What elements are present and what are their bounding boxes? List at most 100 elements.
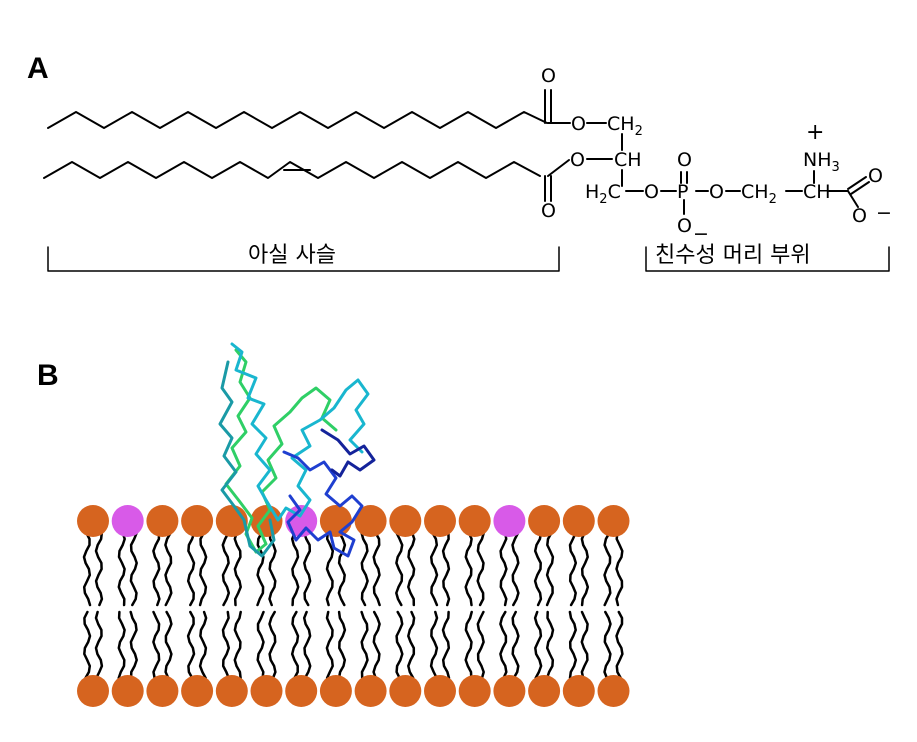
panel-b-label: B <box>37 359 59 392</box>
lipid-tail-bottom <box>186 610 196 680</box>
lipid-tail-top <box>407 531 416 607</box>
atom-o-link2: O <box>709 181 724 203</box>
lipid-head <box>319 675 352 707</box>
bond-c-o-top-1 <box>847 176 867 190</box>
lipid-head <box>146 675 179 707</box>
lipid-tail-top <box>580 531 590 607</box>
lipid-tail-bottom <box>152 610 161 680</box>
atom-o-ester-mid: O <box>570 149 585 171</box>
lipid-head <box>354 505 387 537</box>
head-bracket-line <box>645 246 890 272</box>
atom-o-carboxyl-bottom: O <box>852 205 867 227</box>
peripheral-membrane-protein <box>218 342 376 558</box>
protein-trace-blue <box>282 450 364 558</box>
head-group-label: 친수성 머리 부위 <box>655 243 811 268</box>
lipid-head <box>424 505 456 537</box>
lipid-tail-top <box>464 531 473 607</box>
lipid-tail-top <box>429 531 439 607</box>
atom-o-p-top: O <box>677 149 692 171</box>
o-p-minus-charge: − <box>693 223 709 245</box>
atom-h2c: H2C <box>585 181 621 207</box>
lipid-tail-bottom <box>198 610 208 680</box>
lipid-tail-bottom <box>511 610 520 680</box>
lipid-head <box>181 505 214 537</box>
lipid-tail-bottom <box>407 610 416 680</box>
lipid-tail-top <box>360 531 369 607</box>
lipid-head <box>215 675 248 707</box>
lipid-tail-top <box>117 531 126 607</box>
lipid-tail-top <box>568 531 578 607</box>
atom-ch-ser: CH <box>803 181 831 203</box>
lipid-tail-top <box>198 531 208 607</box>
protein-trace-cyan <box>230 342 370 522</box>
atom-ch-mid: CH <box>614 149 642 171</box>
atom-ch2-ser: CH2 <box>741 181 777 207</box>
lipid-tail-bottom <box>464 610 473 680</box>
atom-o-link1: O <box>644 181 659 203</box>
acyl-bracket-line <box>47 246 560 272</box>
lipid-tail-bottom <box>268 610 277 680</box>
lipid-tail-bottom <box>615 610 624 680</box>
lipid-tail-top <box>82 531 92 607</box>
lipid-head <box>354 675 387 707</box>
lipid-head <box>528 675 561 707</box>
atom-o-ester-top: O <box>571 113 586 135</box>
acyl-chain-bracket: 아실 사슬 <box>47 243 560 272</box>
lipid-tail-top <box>499 531 508 607</box>
lipid-tail-top <box>511 531 520 607</box>
lipid-tail-top <box>441 531 451 607</box>
protein-trace-teal <box>218 360 276 558</box>
lipid-tail-top <box>221 531 231 607</box>
nh3-plus-charge: + <box>806 120 824 145</box>
lipid-head <box>77 505 109 537</box>
lipid-tail-top <box>302 531 312 607</box>
lipid-tail-bottom <box>325 610 334 680</box>
acyl-chain-1 <box>47 111 548 129</box>
lipid-tail-bottom <box>441 610 451 680</box>
acyl-chain-2 <box>43 161 541 179</box>
panel-a-label: A <box>27 52 49 85</box>
lipid-tail-bottom <box>603 610 612 680</box>
lipid-tail-bottom <box>395 610 404 680</box>
lipid-tail-bottom <box>568 610 578 680</box>
anionic-lipid-head <box>111 505 144 537</box>
lipid-tail-top <box>325 531 335 607</box>
atom-o-carbonyl-top: O <box>541 65 556 87</box>
acyl-chain-label: 아실 사슬 <box>248 243 336 268</box>
lipid-tail-bottom <box>83 610 92 680</box>
lipid-head <box>597 675 630 707</box>
protein-trace-green <box>224 348 338 554</box>
lipid-tail-bottom <box>429 610 439 680</box>
head-group-bracket: 친수성 머리 부위 <box>645 243 890 272</box>
lipid-tail-top <box>186 531 196 607</box>
top-leaflet-heads <box>77 505 630 537</box>
lipid-tail-bottom <box>129 610 138 680</box>
lipid-tail-bottom <box>302 610 312 680</box>
lipid-tail-bottom <box>233 610 242 680</box>
bond-c-o-bottom <box>847 190 859 208</box>
lipid-tail-top <box>164 531 173 607</box>
lipid-head <box>458 675 491 707</box>
lipid-tail-top <box>233 531 242 607</box>
lipid-tail-bottom <box>117 610 126 680</box>
bond-c-o-top-2 <box>850 181 870 195</box>
lipid-head <box>181 675 214 707</box>
carboxyl-minus-charge: − <box>876 202 892 224</box>
lipid-tail-bottom <box>360 610 369 680</box>
lipid-tail-top <box>152 531 161 607</box>
bottom-leaflet-heads <box>77 675 630 707</box>
anionic-lipid-head <box>493 505 526 537</box>
lipid-head <box>597 505 630 537</box>
lipid-head <box>562 505 595 537</box>
lipid-head <box>111 675 144 707</box>
lipid-tail-bottom <box>499 610 508 680</box>
lipid-tail-top <box>545 531 555 607</box>
atom-o-p-bottom: O <box>677 215 692 237</box>
lipid-head <box>424 675 456 707</box>
lipid-tail-bottom <box>372 610 381 680</box>
lipid-tail-top <box>337 531 347 607</box>
lipid-head <box>562 675 595 707</box>
lipid-tail-top <box>615 531 624 607</box>
lipid-head <box>285 675 318 707</box>
